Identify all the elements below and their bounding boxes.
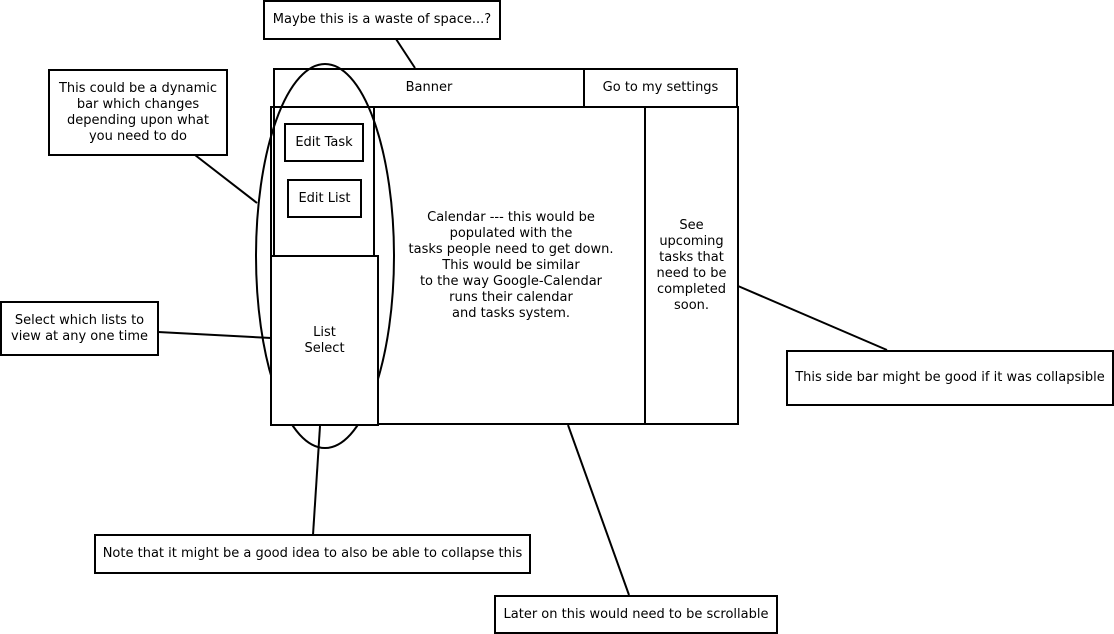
collapse-note-connector xyxy=(312,425,321,536)
calendar-area: Calendar --- this would be populated wit… xyxy=(408,210,614,321)
edit-task-button[interactable]: Edit Task xyxy=(284,123,364,162)
dynamic-bar-note-connector xyxy=(194,154,258,204)
banner-note: Maybe this is a waste of space...? xyxy=(263,0,501,40)
list-view-note: Select which lists to view at any one ti… xyxy=(0,301,159,356)
banner-note-connector xyxy=(395,38,416,69)
collapse-note: Note that it might be a good idea to als… xyxy=(94,534,531,574)
scrollable-note: Later on this would need to be scrollabl… xyxy=(494,595,778,634)
left-column-ellipse xyxy=(255,63,395,449)
settings-button[interactable]: Go to my settings xyxy=(583,68,738,108)
upcoming-tasks-sidebar: See upcoming tasks that need to be compl… xyxy=(656,218,727,313)
list-view-note-connector xyxy=(157,331,272,339)
scrollable-note-connector xyxy=(567,424,630,596)
banner-label: Banner xyxy=(405,80,453,95)
sidebar-note: This side bar might be good if it was co… xyxy=(786,350,1114,406)
sidebar-note-connector xyxy=(737,285,888,351)
dynamic-bar-note: This could be a dynamic bar which change… xyxy=(48,69,228,156)
list-select-panel[interactable]: List Select xyxy=(270,255,379,426)
edit-list-button[interactable]: Edit List xyxy=(287,179,362,218)
